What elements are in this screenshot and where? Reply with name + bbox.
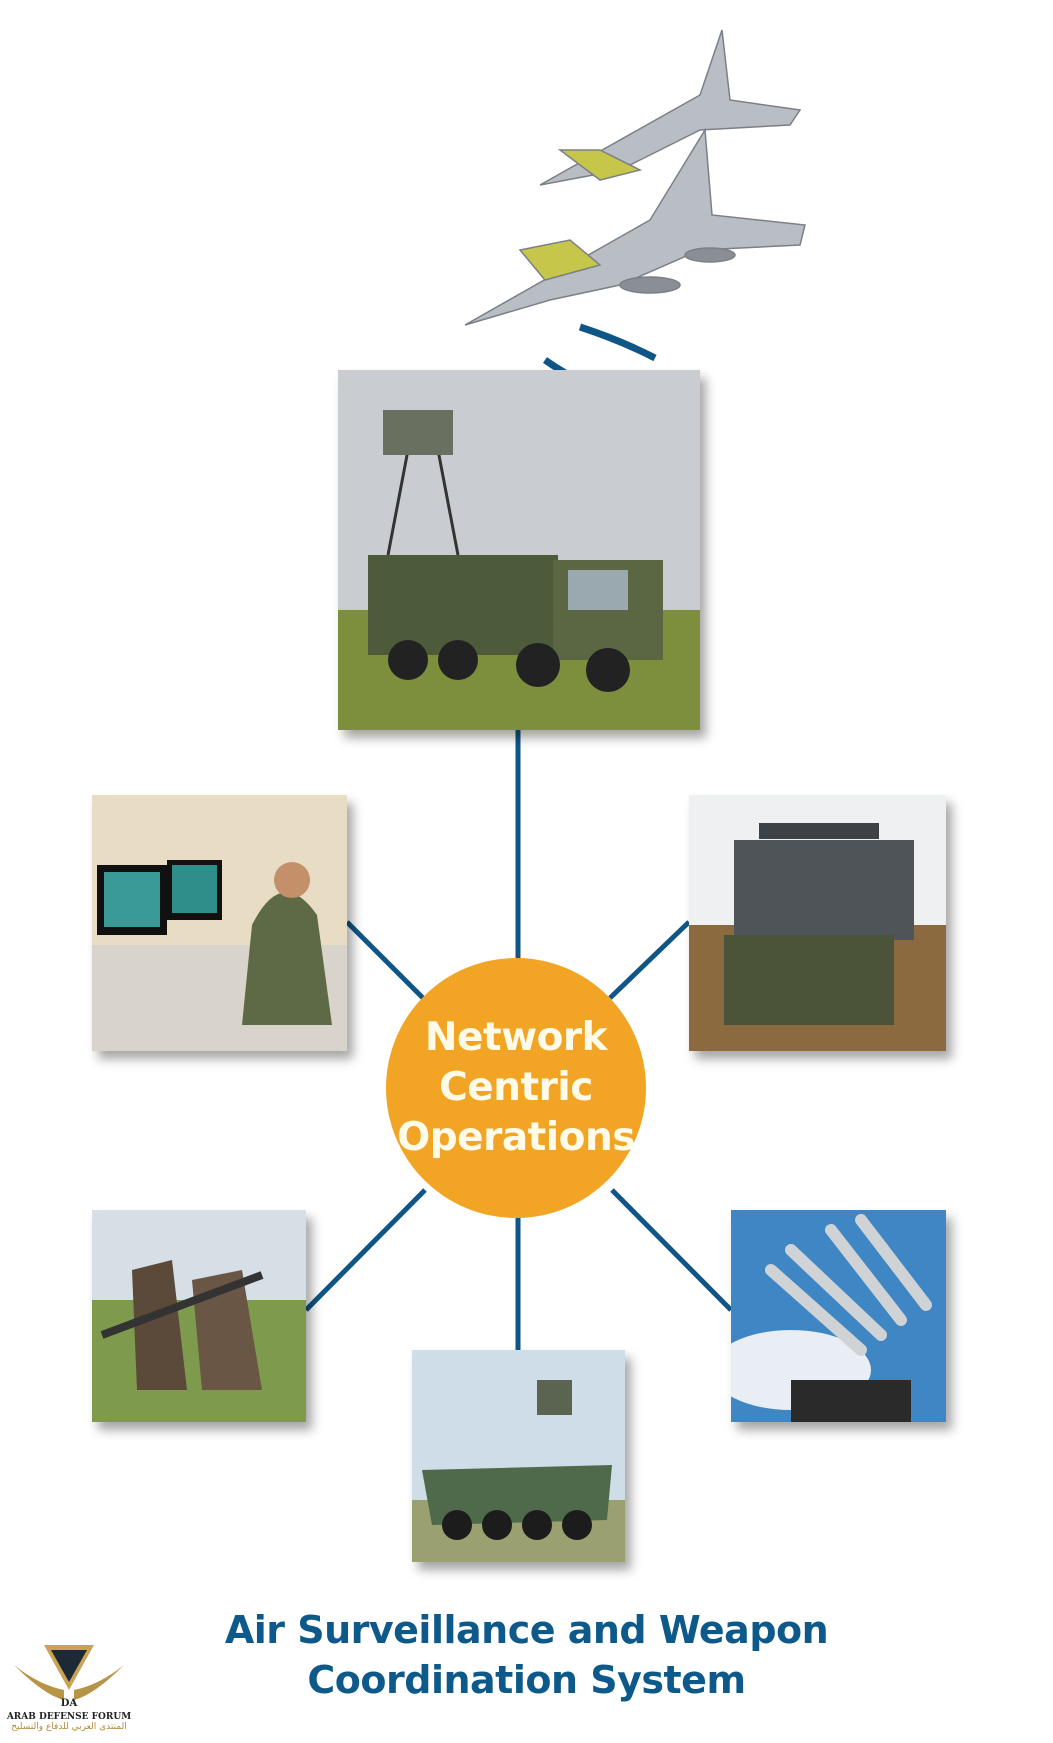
link-ground-radar xyxy=(608,920,691,1000)
watermark-logo: DA ARAB DEFENSE FORUM المنتدى العربي للد… xyxy=(4,1640,134,1740)
hub-label-line2: Centric xyxy=(439,1065,593,1110)
photo-ground-radar xyxy=(689,795,946,1051)
network-centric-operations-hub: Network Centric Operations xyxy=(386,958,646,1218)
photo-manpads-team xyxy=(92,1210,306,1422)
photo-air-defense-vehicle xyxy=(412,1350,625,1562)
title-line1: Air Surveillance and Weapon xyxy=(224,1608,829,1652)
diagram-title: Air Surveillance and Weapon Coordination… xyxy=(0,1605,1053,1705)
eagle-shield-icon: DA xyxy=(14,1645,124,1709)
link-control-room xyxy=(345,920,427,1002)
title-line2: Coordination System xyxy=(307,1658,746,1702)
hub-label-line3: Operations xyxy=(397,1115,635,1160)
svg-text:DA: DA xyxy=(61,1698,78,1708)
hub-label-line1: Network xyxy=(424,1015,608,1060)
watermark-arabic: المنتدى العربي للدفاع والتسليح xyxy=(11,1722,127,1732)
fighter-jets-icon xyxy=(464,29,806,326)
link-missile-launcher xyxy=(610,1188,733,1312)
link-manpads xyxy=(304,1188,427,1312)
watermark-name: ARAB DEFENSE FORUM xyxy=(6,1712,132,1722)
photo-control-room xyxy=(92,795,347,1051)
photo-radar-truck xyxy=(338,370,700,730)
photo-missile-launcher xyxy=(731,1210,946,1422)
